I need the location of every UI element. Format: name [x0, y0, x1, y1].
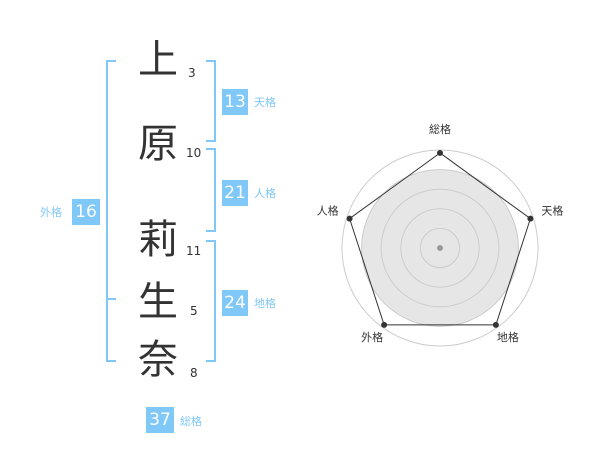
radar-point-4 [381, 321, 388, 328]
radar-ring-1 [419, 227, 461, 269]
ten-label: 天格 [254, 96, 276, 109]
radar-point-5 [346, 215, 353, 222]
name-char-4: 生 [138, 279, 178, 325]
name-char-2: 原 [138, 121, 178, 167]
radar-point-1 [437, 149, 443, 156]
jin-bracket [206, 148, 216, 232]
stroke-count-4: 5 [190, 304, 198, 318]
stroke-count-5: 8 [190, 366, 198, 380]
chi-bracket [206, 240, 216, 362]
jin-value-badge: 21 [222, 180, 248, 206]
gai-bracket [106, 60, 116, 362]
radar-series-polygon [349, 152, 531, 326]
chi-label: 地格 [254, 297, 276, 310]
radar-ring-4 [361, 169, 519, 327]
radar-ring-2 [400, 208, 480, 288]
ten-value-badge: 13 [222, 89, 248, 115]
name-char-3: 莉 [138, 217, 178, 263]
gai-label: 外格 [40, 206, 62, 219]
radar-point-3 [492, 321, 499, 328]
stroke-count-2: 10 [186, 146, 202, 160]
radar-axis-label-4: 外格 [361, 330, 383, 344]
sou-value-badge: 37 [146, 407, 174, 433]
radar-axis-label-3: 地格 [497, 330, 519, 344]
radar-axis-label-1: 総格 [429, 122, 451, 136]
sou-label: 総格 [180, 415, 202, 428]
radar-point-2 [527, 215, 534, 222]
jin-label: 人格 [254, 187, 276, 200]
name-char-5: 奈 [138, 337, 178, 383]
ten-bracket [206, 60, 216, 142]
radar-axis-label-2: 天格 [541, 204, 563, 218]
radar-center-dot [437, 245, 443, 251]
gai-bracket-tick [108, 298, 116, 300]
radar-ring-3 [380, 188, 500, 308]
stroke-count-1: 3 [188, 66, 196, 80]
stroke-count-3: 11 [186, 244, 202, 258]
radar-axis-label-5: 人格 [317, 204, 339, 218]
gai-value-badge: 16 [72, 199, 100, 225]
chi-value-badge: 24 [222, 290, 248, 316]
name-char-1: 上 [138, 37, 178, 83]
